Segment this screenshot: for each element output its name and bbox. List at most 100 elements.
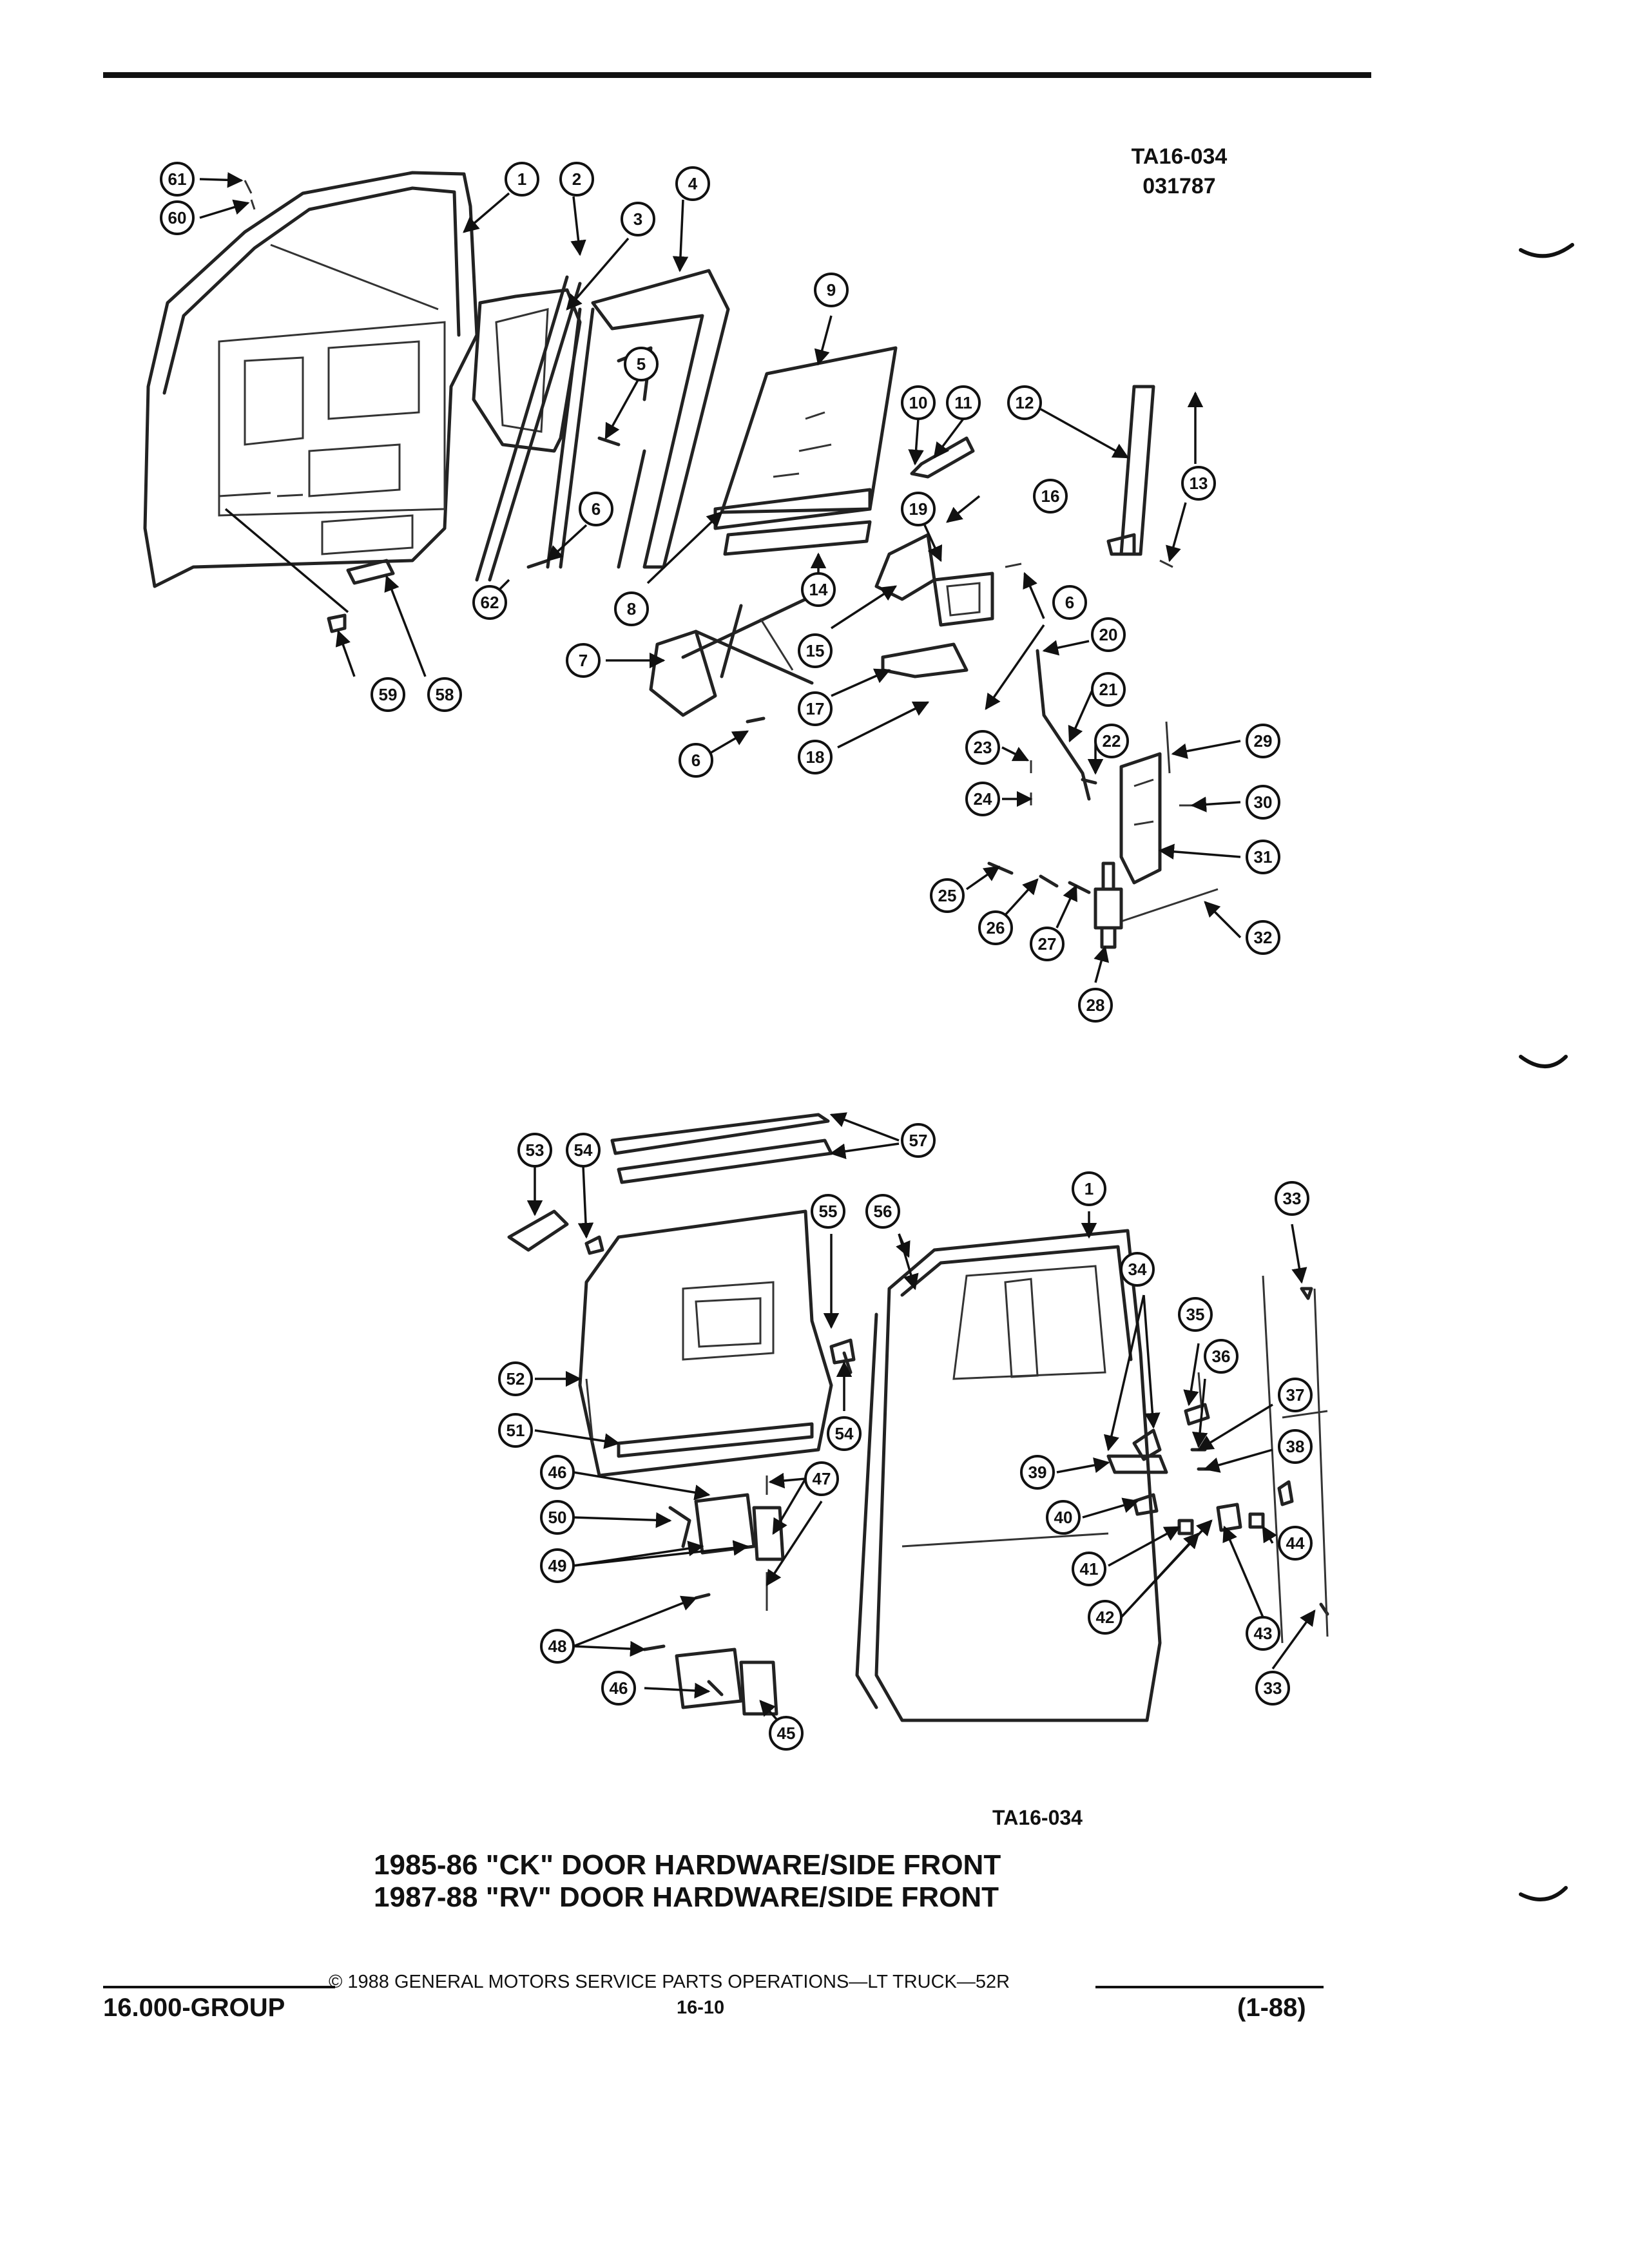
door-trim-panel: [578, 1209, 833, 1477]
callout-40: 40: [1046, 1500, 1081, 1535]
callout-53: 53: [517, 1133, 552, 1168]
callout-label: 33: [1283, 1189, 1302, 1208]
callout-57: 57: [901, 1123, 936, 1158]
callout-label: 51: [506, 1421, 525, 1440]
callout-label: 27: [1038, 934, 1057, 954]
callout-label: 48: [548, 1637, 567, 1656]
callout-label: 42: [1096, 1608, 1115, 1627]
callout-label: 18: [806, 747, 825, 767]
callout-47: 47: [804, 1461, 839, 1496]
callout-label: 39: [1028, 1463, 1047, 1482]
callout-label: 47: [813, 1469, 831, 1488]
callout-label: 34: [1128, 1260, 1147, 1279]
glass-sash-channel: [713, 488, 872, 556]
callout-1: 1: [505, 162, 539, 197]
drawing-ref-date: 031787: [1142, 174, 1216, 198]
top-rule: [103, 72, 1371, 78]
belt-weatherstrips: [610, 1113, 833, 1184]
callout-label: 31: [1254, 847, 1273, 867]
callout-label: 19: [909, 499, 928, 519]
callout-label: 54: [835, 1424, 854, 1443]
callout-37: 37: [1278, 1378, 1313, 1412]
door-hinges: [675, 1475, 785, 1716]
fasteners-top: [244, 180, 1197, 894]
callout-41: 41: [1072, 1552, 1106, 1586]
callout-label: 6: [691, 751, 700, 770]
callout-6: 6: [679, 743, 713, 778]
callout-label: 6: [1065, 593, 1074, 612]
callout-label: 11: [954, 393, 972, 412]
callout-52: 52: [498, 1361, 533, 1396]
callout-34: 34: [1120, 1252, 1155, 1287]
callout-1: 1: [1072, 1171, 1106, 1206]
drawing-ref-code: TA16-034: [1131, 144, 1228, 169]
callout-label: 54: [574, 1140, 593, 1160]
callout-label: 10: [909, 393, 928, 412]
callout-label: 3: [633, 209, 642, 229]
callout-label: 41: [1080, 1559, 1099, 1579]
callout-label: 55: [819, 1202, 838, 1221]
callout-46: 46: [540, 1455, 575, 1490]
callout-6: 6: [1052, 585, 1087, 620]
callout-51: 51: [498, 1413, 533, 1448]
callout-44: 44: [1278, 1526, 1313, 1561]
callout-21: 21: [1091, 672, 1126, 707]
callout-39: 39: [1020, 1455, 1055, 1490]
callout-label: 46: [548, 1463, 567, 1482]
callout-label: 12: [1016, 393, 1034, 412]
callout-50: 50: [540, 1500, 575, 1535]
scan-mark-2: [1519, 1055, 1568, 1068]
footer-revision: (1-88): [1237, 1994, 1306, 2022]
door-window-glass: [720, 346, 898, 514]
callout-label: 15: [806, 641, 825, 660]
callout-56: 56: [865, 1194, 900, 1229]
callout-49: 49: [540, 1548, 575, 1583]
callout-label: 50: [548, 1508, 567, 1527]
callout-45: 45: [769, 1716, 804, 1751]
callout-29: 29: [1246, 724, 1280, 758]
callout-label: 7: [579, 651, 588, 670]
body-pillar-sketch: [1262, 1275, 1329, 1644]
fasteners-bottom: [584, 1235, 856, 1696]
bracket: [881, 642, 969, 678]
callout-35: 35: [1178, 1297, 1213, 1332]
callout-label: 33: [1264, 1678, 1282, 1698]
callout-label: 2: [572, 169, 581, 189]
callout-30: 30: [1246, 785, 1280, 820]
callout-label: 57: [909, 1131, 928, 1150]
callout-label: 17: [806, 699, 825, 718]
callout-label: 61: [168, 169, 187, 189]
callout-32: 32: [1246, 920, 1280, 955]
callout-label: 45: [777, 1724, 796, 1743]
caption-line-2: 1987-88 "RV" DOOR HARDWARE/SIDE FRONT: [374, 1881, 999, 1913]
callout-38: 38: [1278, 1429, 1313, 1464]
callout-label: 28: [1086, 995, 1105, 1015]
door-outer-panel: [855, 1229, 1162, 1722]
callout-2: 2: [559, 162, 594, 197]
callout-label: 36: [1212, 1347, 1231, 1366]
callout-label: 5: [637, 354, 646, 374]
callout-label: 49: [548, 1556, 567, 1575]
callout-label: 9: [827, 280, 836, 300]
callout-18: 18: [798, 740, 833, 774]
callout-label: 58: [436, 685, 454, 704]
callout-label: 23: [974, 738, 992, 757]
callout-label: 6: [592, 499, 601, 519]
callout-27: 27: [1030, 927, 1065, 961]
callout-label: 35: [1186, 1305, 1205, 1324]
callout-54: 54: [827, 1416, 862, 1451]
callout-7: 7: [566, 643, 601, 678]
callout-42: 42: [1088, 1600, 1123, 1635]
callout-15: 15: [798, 633, 833, 668]
callout-43: 43: [1246, 1616, 1280, 1651]
leader-lines-bottom: [526, 1112, 1316, 1731]
drawing-ref-code-bottom: TA16-034: [992, 1806, 1083, 1829]
callout-label: 26: [987, 918, 1005, 937]
callout-label: 1: [1084, 1179, 1094, 1198]
door-latch: [1119, 752, 1162, 885]
outside-handle-rod: [1121, 888, 1219, 923]
callout-label: 37: [1286, 1385, 1305, 1405]
callout-label: 25: [938, 886, 957, 905]
callout-label: 1: [517, 169, 526, 189]
